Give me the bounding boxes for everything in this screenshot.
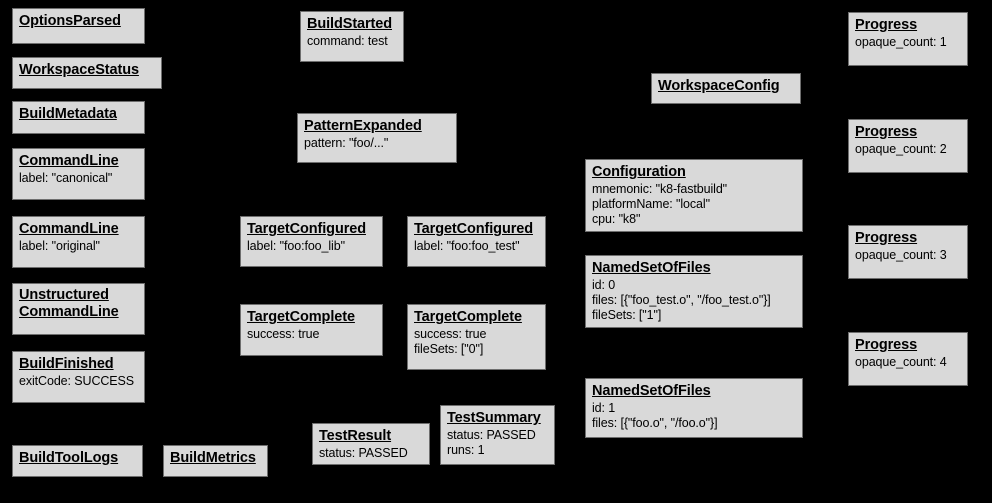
event-node-title: NamedSetOfFiles [592,260,711,276]
event-node-fields: label: "canonical" [19,171,138,186]
event-node-progress-2[interactable]: Progress opaque_count: 2 [848,119,968,173]
event-node-fields: opaque_count: 3 [855,248,961,263]
event-node-title: CommandLine [19,221,119,237]
event-node-field: opaque_count: 4 [855,355,947,369]
event-node-title: BuildFinished [19,356,114,372]
event-node-field: status: PASSED [447,428,536,442]
event-node-target-configured-foo-lib[interactable]: TargetConfigured label: "foo:foo_lib" [240,216,383,267]
event-node-title: WorkspaceStatus [19,62,139,78]
event-node-fields: exitCode: SUCCESS [19,374,138,389]
event-node-field: exitCode: SUCCESS [19,374,135,388]
event-node-unstructured-command-line[interactable]: Unstructured CommandLine [12,283,145,335]
event-node-field: status: PASSED [319,446,408,460]
event-node-title: Progress [855,124,918,140]
event-node-field: cpu: "k8" [592,212,641,226]
event-node-command-line-canonical[interactable]: CommandLine label: "canonical" [12,148,145,200]
event-node-field: opaque_count: 3 [855,248,947,262]
event-node-title: TestResult [319,428,392,444]
event-node-progress-4[interactable]: Progress opaque_count: 4 [848,332,968,386]
event-node-target-complete-lib[interactable]: TargetComplete success: true [240,304,383,356]
event-node-build-finished[interactable]: BuildFinished exitCode: SUCCESS [12,351,145,403]
event-node-title: BuildStarted [307,16,393,32]
event-node-title: TargetConfigured [414,221,533,237]
event-node-title: BuildMetrics [170,450,256,466]
event-node-field: pattern: "foo/..." [304,136,389,150]
event-node-fields: opaque_count: 1 [855,35,961,50]
event-node-title: Configuration [592,164,686,180]
event-node-fields: label: "foo:foo_test" [414,239,539,254]
event-node-field: runs: 1 [447,443,485,457]
event-node-fields: label: "original" [19,239,138,254]
event-node-build-tool-logs[interactable]: BuildToolLogs [12,445,143,477]
event-node-fields: success: true [247,327,376,342]
event-node-field: success: true [414,327,487,341]
event-node-title: Progress [855,230,918,246]
event-node-title: Progress [855,17,918,33]
event-node-fields: status: PASSED [319,446,423,461]
event-node-title: BuildMetadata [19,106,117,122]
event-node-field: label: "original" [19,239,100,253]
event-node-workspace-status[interactable]: WorkspaceStatus [12,57,162,89]
event-node-configuration[interactable]: Configuration mnemonic: "k8-fastbuild"pla… [585,159,803,232]
event-node-title: BuildToolLogs [19,450,119,466]
event-node-build-metrics[interactable]: BuildMetrics [163,445,268,477]
event-node-title: TargetComplete [247,309,355,325]
event-node-field: files: [{"foo.o", "/foo.o"}] [592,416,718,430]
event-node-progress-1[interactable]: Progress opaque_count: 1 [848,12,968,66]
event-node-title: Unstructured CommandLine [19,287,119,320]
event-node-field: label: "canonical" [19,171,113,185]
event-node-title: TargetComplete [414,309,522,325]
event-node-field: id: 0 [592,278,616,292]
event-node-options-parsed[interactable]: OptionsParsed [12,8,145,44]
event-node-fields: label: "foo:foo_lib" [247,239,376,254]
event-node-title: WorkspaceConfig [658,78,780,94]
event-node-pattern-expanded[interactable]: PatternExpanded pattern: "foo/..." [297,113,457,163]
event-node-field: id: 1 [592,401,616,415]
event-node-title: NamedSetOfFiles [592,383,711,399]
event-node-title: TargetConfigured [247,221,366,237]
event-node-field: label: "foo:foo_lib" [247,239,345,253]
event-node-field: success: true [247,327,320,341]
event-node-field: files: [{"foo_test.o", "/foo_test.o"}] [592,293,771,307]
event-node-command-line-original[interactable]: CommandLine label: "original" [12,216,145,268]
event-node-fields: mnemonic: "k8-fastbuild"platformName: "l… [592,182,796,227]
event-node-test-result[interactable]: TestResult status: PASSED [312,423,430,465]
event-node-field: command: test [307,34,388,48]
event-node-build-metadata[interactable]: BuildMetadata [12,101,145,134]
event-node-build-started[interactable]: BuildStarted command: test [300,11,404,62]
event-node-field: fileSets: ["0"] [414,342,484,356]
event-node-fields: opaque_count: 2 [855,142,961,157]
event-node-title: Progress [855,337,918,353]
event-node-field: label: "foo:foo_test" [414,239,520,253]
event-node-workspace-config[interactable]: WorkspaceConfig [651,73,801,104]
event-node-progress-3[interactable]: Progress opaque_count: 3 [848,225,968,279]
event-node-field: platformName: "local" [592,197,710,211]
event-node-fields: command: test [307,34,397,49]
event-node-field: opaque_count: 2 [855,142,947,156]
event-node-field: fileSets: ["1"] [592,308,662,322]
event-node-title: PatternExpanded [304,118,422,134]
event-node-target-configured-foo-test[interactable]: TargetConfigured label: "foo:foo_test" [407,216,546,267]
event-node-field: mnemonic: "k8-fastbuild" [592,182,728,196]
event-node-fields: pattern: "foo/..." [304,136,450,151]
event-node-fields: opaque_count: 4 [855,355,961,370]
event-node-title: TestSummary [447,410,541,426]
event-node-field: opaque_count: 1 [855,35,947,49]
event-node-title: OptionsParsed [19,13,121,29]
event-node-title: CommandLine [19,153,119,169]
